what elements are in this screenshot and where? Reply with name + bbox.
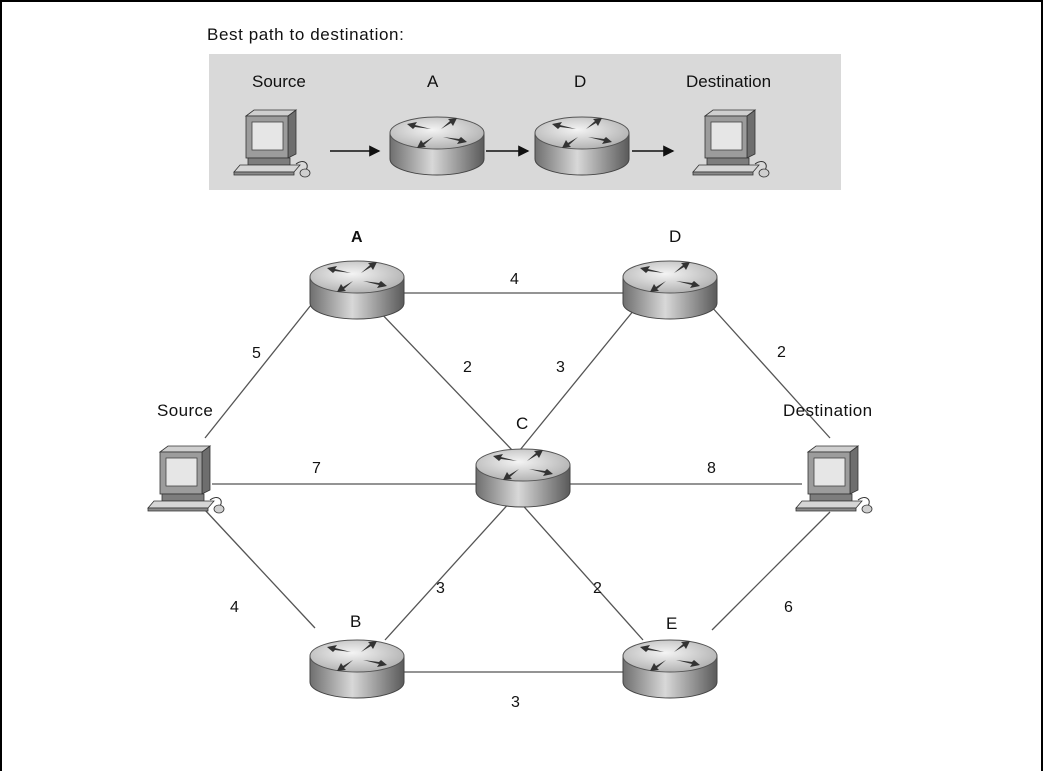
node-label-source: Source	[157, 401, 213, 420]
router-icon	[389, 116, 485, 176]
computer-icon	[795, 445, 873, 514]
link-a-c	[377, 309, 513, 451]
node-label-destination: Destination	[783, 401, 872, 420]
best-path-label-source: Source	[252, 72, 306, 91]
node-label-d: D	[669, 227, 681, 246]
cost-label-c-e: 2	[593, 580, 602, 597]
best-path-label-destination: Destination	[686, 72, 771, 91]
cost-label-source-c: 7	[312, 460, 321, 477]
best-path-label-d: D	[574, 72, 586, 91]
cost-label-source-a: 5	[252, 345, 261, 362]
link-d-destination	[709, 304, 831, 439]
node-label-a: A	[351, 229, 363, 246]
best-path-label-a: A	[427, 72, 439, 91]
router-icon	[309, 260, 405, 320]
cost-label-d-c: 3	[556, 359, 565, 376]
router-icon	[534, 116, 630, 176]
computer-icon	[147, 445, 225, 514]
router-icon	[622, 260, 718, 320]
cost-label-b-e: 3	[511, 694, 520, 711]
router-icon	[622, 639, 718, 699]
link-b-c	[384, 499, 513, 641]
cost-label-source-b: 4	[230, 599, 239, 616]
cost-label-a-d: 4	[510, 271, 519, 288]
router-icon	[309, 639, 405, 699]
cost-label-d-destination: 2	[777, 344, 786, 361]
node-label-c: C	[516, 414, 528, 433]
cost-label-e-destination: 6	[784, 599, 793, 616]
node-label-b: B	[350, 612, 361, 631]
cost-label-b-c: 3	[436, 580, 445, 597]
cost-label-a-c: 2	[463, 359, 472, 376]
node-label-e: E	[666, 614, 677, 633]
router-icon	[475, 448, 571, 508]
link-d-c	[519, 309, 635, 451]
link-e-destination	[711, 511, 831, 631]
link-c-e	[517, 499, 644, 641]
network-links	[204, 292, 831, 673]
best-path-title: Best path to destination:	[207, 25, 404, 44]
cost-label-c-destination: 8	[707, 460, 716, 477]
link-source-b	[204, 509, 316, 629]
link-source-a	[204, 299, 316, 439]
